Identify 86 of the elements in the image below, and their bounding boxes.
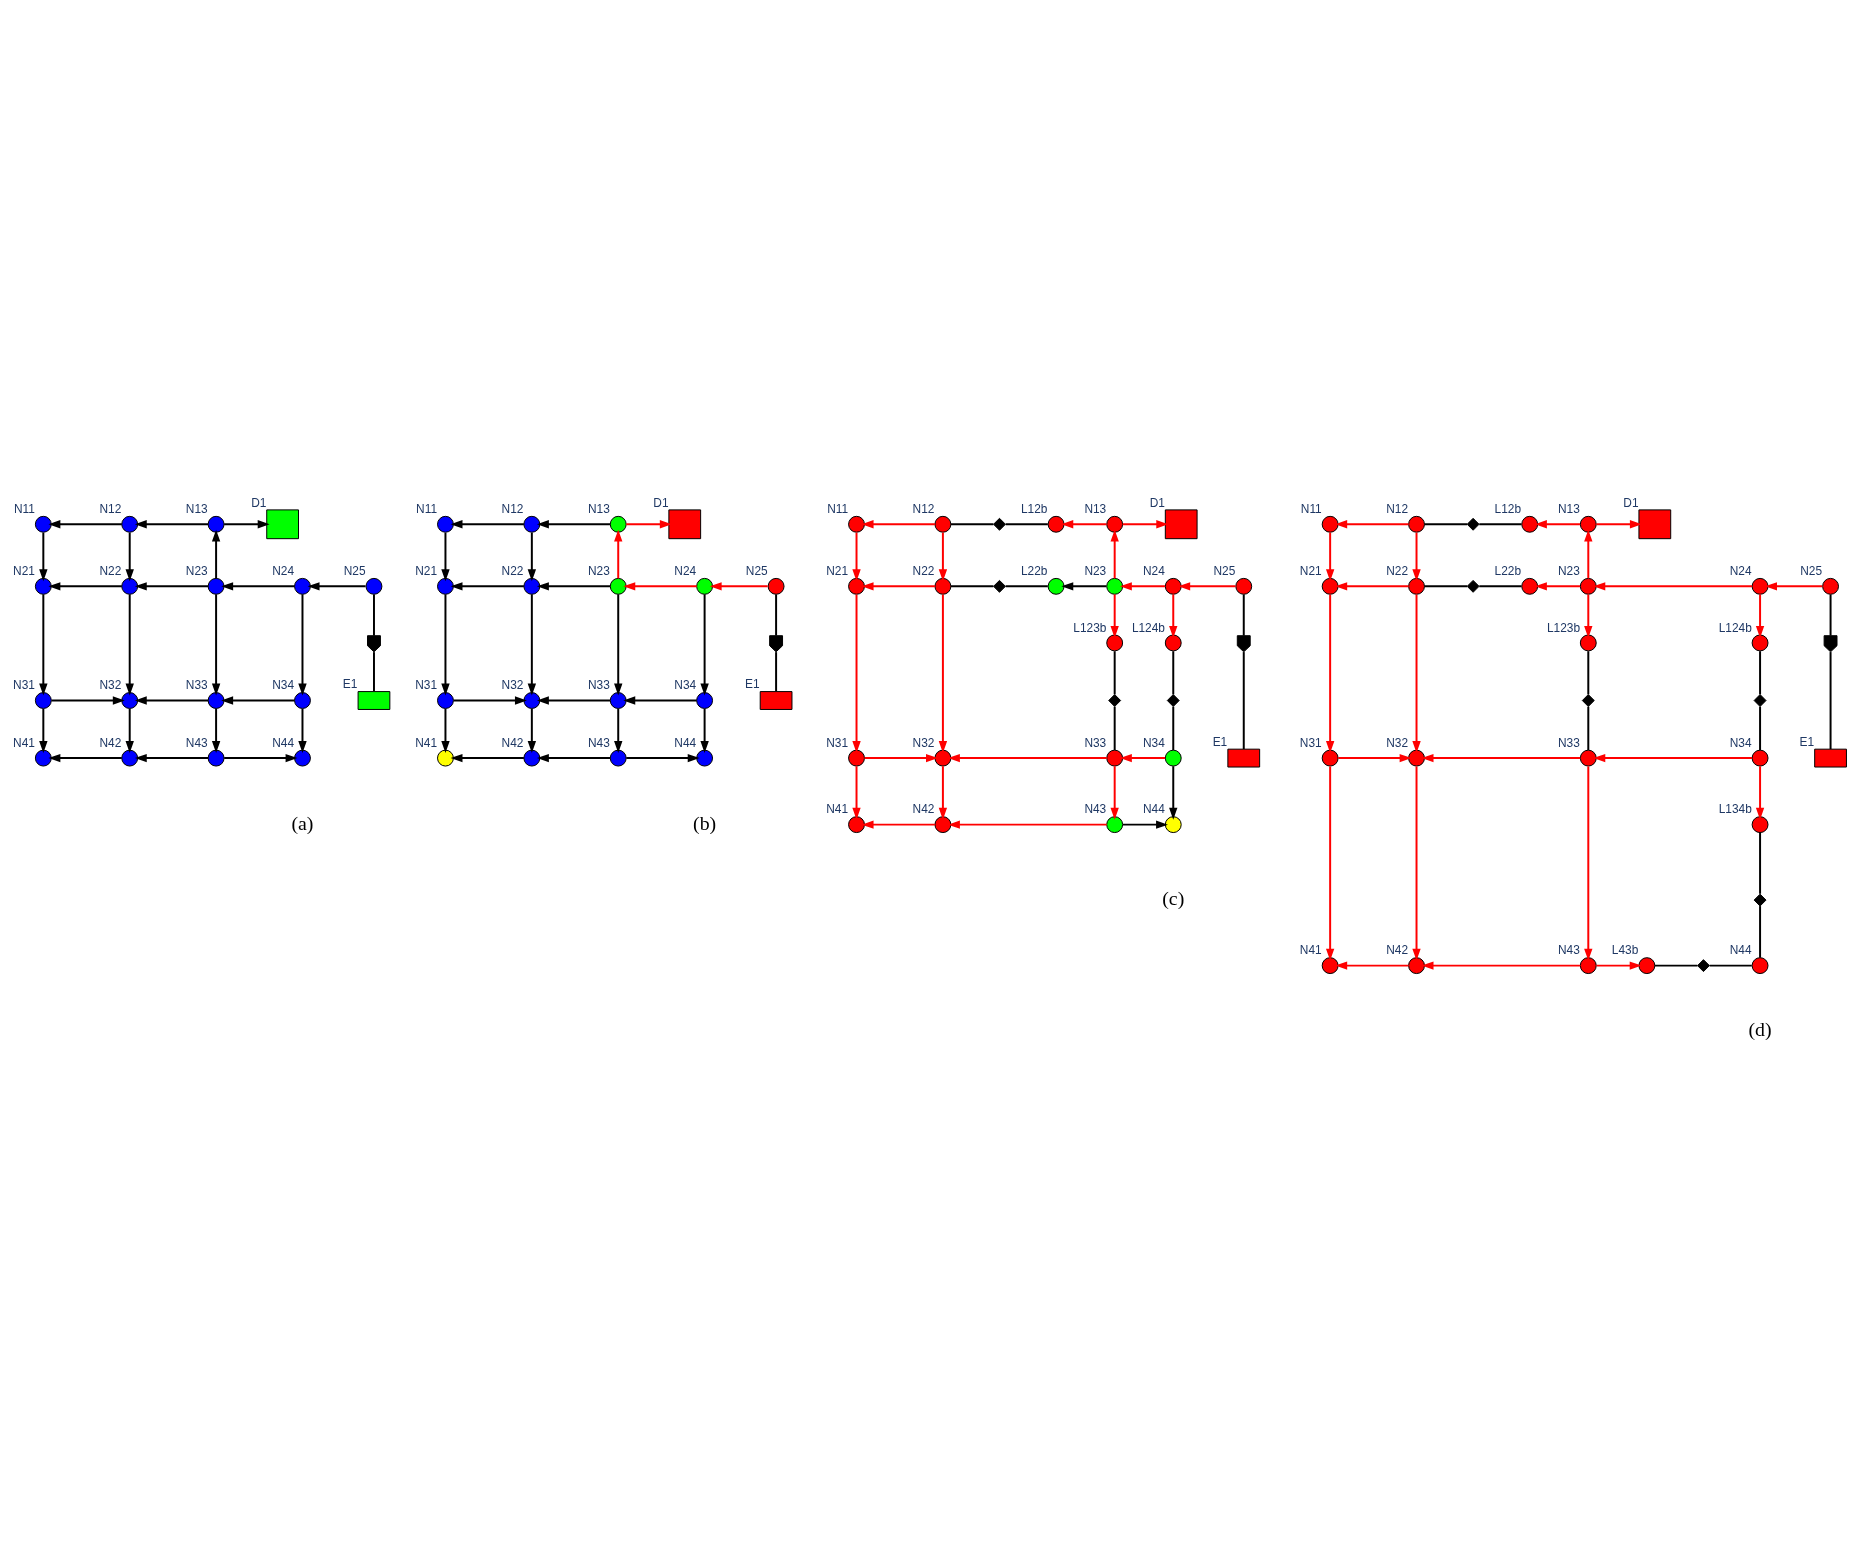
node-label: N31 — [13, 678, 35, 693]
node-label: N32 — [1386, 735, 1409, 750]
node-label: N24 — [272, 564, 295, 579]
node-label: N25 — [1800, 564, 1823, 579]
node-label: N25 — [343, 564, 366, 579]
node-label: N13 — [1084, 501, 1107, 516]
node-label: L124b — [1131, 620, 1165, 635]
node-label: N22 — [1386, 564, 1409, 579]
node-label: N33 — [587, 678, 610, 693]
node-label: N41 — [1299, 943, 1322, 958]
node-label: N23 — [587, 564, 610, 579]
node-label: N32 — [99, 678, 122, 693]
node-label: N25 — [1213, 564, 1236, 579]
node-label: N22 — [912, 564, 935, 579]
node-label: L22b — [1021, 564, 1048, 579]
node-label: N21 — [1299, 564, 1322, 579]
node-label: N12 — [99, 501, 122, 516]
node-label: N13 — [1558, 501, 1580, 516]
node-label: L22b — [1494, 564, 1522, 579]
node-label: N32 — [912, 735, 935, 750]
node-label: N24 — [674, 564, 697, 579]
node-label: N31 — [1299, 735, 1322, 750]
node-label: E1 — [1799, 734, 1815, 749]
node-label: N11 — [827, 501, 849, 516]
node-label: N43 — [587, 735, 610, 750]
node-label: L134b — [1718, 802, 1752, 817]
label: (c) — [1162, 887, 1185, 910]
node-label: N44 — [1142, 802, 1165, 817]
node-label: N23 — [185, 564, 208, 579]
label: (b) — [693, 811, 717, 834]
node-label: N12 — [501, 501, 524, 516]
node-label: N31 — [415, 678, 438, 693]
node-label: N42 — [912, 802, 935, 817]
node-label: L12b — [1021, 501, 1048, 516]
node-label: N22 — [99, 564, 122, 579]
node-label: N44 — [272, 735, 295, 750]
node-label: N11 — [13, 501, 35, 516]
node-label: N22 — [501, 564, 524, 579]
node-label: L123b — [1546, 620, 1581, 635]
label: (d) — [1748, 1018, 1772, 1041]
node-label: D1 — [653, 495, 669, 510]
label: (a) — [291, 811, 314, 834]
node-label: N12 — [912, 501, 935, 516]
node-label: N42 — [1386, 943, 1409, 958]
node-label: N43 — [1084, 802, 1107, 817]
node-label: L12b — [1494, 501, 1522, 516]
node-label: N41 — [826, 802, 849, 817]
node-label: N24 — [1142, 564, 1165, 579]
node-label: N34 — [1729, 735, 1752, 750]
node-label: N21 — [13, 564, 35, 579]
node-label: N34 — [1142, 735, 1165, 750]
node-label: N41 — [13, 735, 35, 750]
node-label: N24 — [1729, 564, 1752, 579]
node-label: N42 — [99, 735, 122, 750]
node-label: E1 — [744, 677, 760, 692]
node-label: N23 — [1084, 564, 1107, 579]
node-label: N42 — [501, 735, 524, 750]
node-label: D1 — [1623, 495, 1639, 510]
node-label: N11 — [416, 501, 438, 516]
node-label: N33 — [185, 678, 208, 693]
node-label: N12 — [1386, 501, 1409, 516]
node-label: E1 — [342, 677, 358, 692]
node-label: N34 — [272, 678, 295, 693]
node-label: N25 — [745, 564, 768, 579]
node-label: N44 — [674, 735, 697, 750]
node-label: N34 — [674, 678, 697, 693]
node-label: L124b — [1718, 620, 1752, 635]
node-label: N43 — [185, 735, 208, 750]
node-label: N31 — [826, 735, 849, 750]
node-label: N43 — [1558, 943, 1580, 958]
node-label: N11 — [1300, 501, 1322, 516]
node-label: N21 — [826, 564, 849, 579]
node-label: N21 — [415, 564, 438, 579]
node-label: N33 — [1558, 735, 1580, 750]
node-label: D1 — [251, 495, 267, 510]
node-label: L43b — [1611, 943, 1639, 958]
node-label: N13 — [185, 501, 208, 516]
node-label: N44 — [1729, 943, 1752, 958]
node-label: D1 — [1149, 495, 1165, 510]
node-label: N41 — [415, 735, 438, 750]
node-label: E1 — [1212, 734, 1228, 749]
node-label: N13 — [587, 501, 610, 516]
node-label: N32 — [501, 678, 524, 693]
node-label: L123b — [1073, 620, 1107, 635]
node-label: N23 — [1558, 564, 1580, 579]
node-label: N33 — [1084, 735, 1107, 750]
